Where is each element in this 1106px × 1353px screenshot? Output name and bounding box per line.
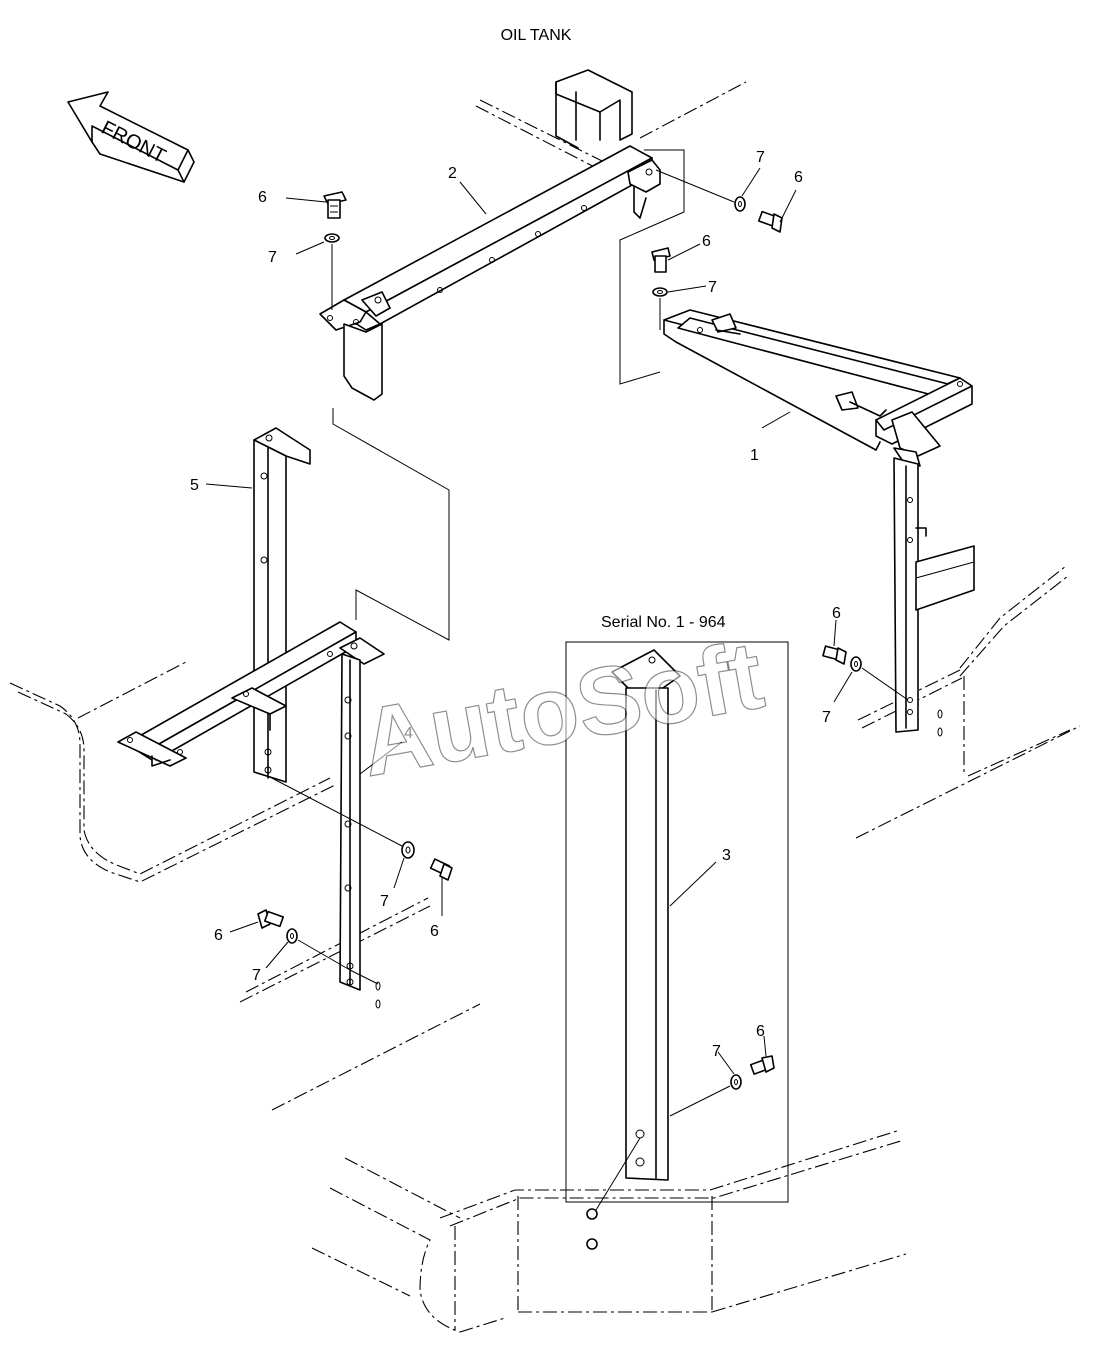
- callout-bolt-6-b: 6: [794, 169, 803, 186]
- top-mount-bracket: [555, 69, 633, 149]
- callout-washer-7-g: 7: [712, 1043, 721, 1060]
- part-2-cross-beam: [319, 145, 661, 401]
- bolt-group-top-right: [655, 169, 783, 233]
- bolt-group-right-lower: [822, 645, 943, 737]
- part-3-center-post: [586, 649, 681, 1250]
- callout-washer-7-d: 7: [822, 709, 831, 726]
- assembly-guides: [332, 149, 789, 1203]
- callout-washer-7-a: 7: [268, 249, 277, 266]
- callout-washer-7-c: 7: [708, 279, 717, 296]
- bolt-group-left-mid: [267, 775, 453, 881]
- callout-part-2: 2: [448, 165, 457, 182]
- callout-bolt-6-c: 6: [702, 233, 711, 250]
- bolt-group-center: [730, 1055, 775, 1090]
- callout-bolt-6-f: 6: [214, 927, 223, 944]
- bolt-group-left-lower: [257, 909, 381, 1009]
- front-arrow: FRONT: [67, 91, 195, 183]
- callout-part-4: 4: [404, 725, 413, 742]
- callout-part-3: 3: [722, 847, 731, 864]
- serial-note: Serial No. 1 - 964: [601, 614, 726, 631]
- callout-leaders: [205, 167, 853, 1117]
- callout-bolt-6-g: 6: [756, 1023, 765, 1040]
- callout-part-5: 5: [190, 477, 199, 494]
- bolt-group-right-mid: [651, 247, 671, 330]
- callout-labels: 2 1 5 4 3 6 7 7 6 6 7 6 7 7 6 6 7 7 6: [190, 149, 841, 1060]
- callout-bolt-6-a: 6: [258, 189, 267, 206]
- part-4-lower-frame: [117, 621, 385, 991]
- part-5-left-bracket: [253, 427, 311, 783]
- callout-washer-7-b: 7: [756, 149, 765, 166]
- callout-washer-7-f: 7: [252, 967, 261, 984]
- bolt-group-top-left: [323, 191, 347, 310]
- watermark: AutoSoft: [353, 621, 771, 797]
- diagram-title: OIL TANK: [501, 27, 572, 44]
- callout-bolt-6-d: 6: [832, 605, 841, 622]
- callout-part-1: 1: [750, 447, 759, 464]
- callout-washer-7-e: 7: [380, 893, 389, 910]
- callout-bolt-6-e: 6: [430, 923, 439, 940]
- part-1-right-frame: [663, 309, 975, 733]
